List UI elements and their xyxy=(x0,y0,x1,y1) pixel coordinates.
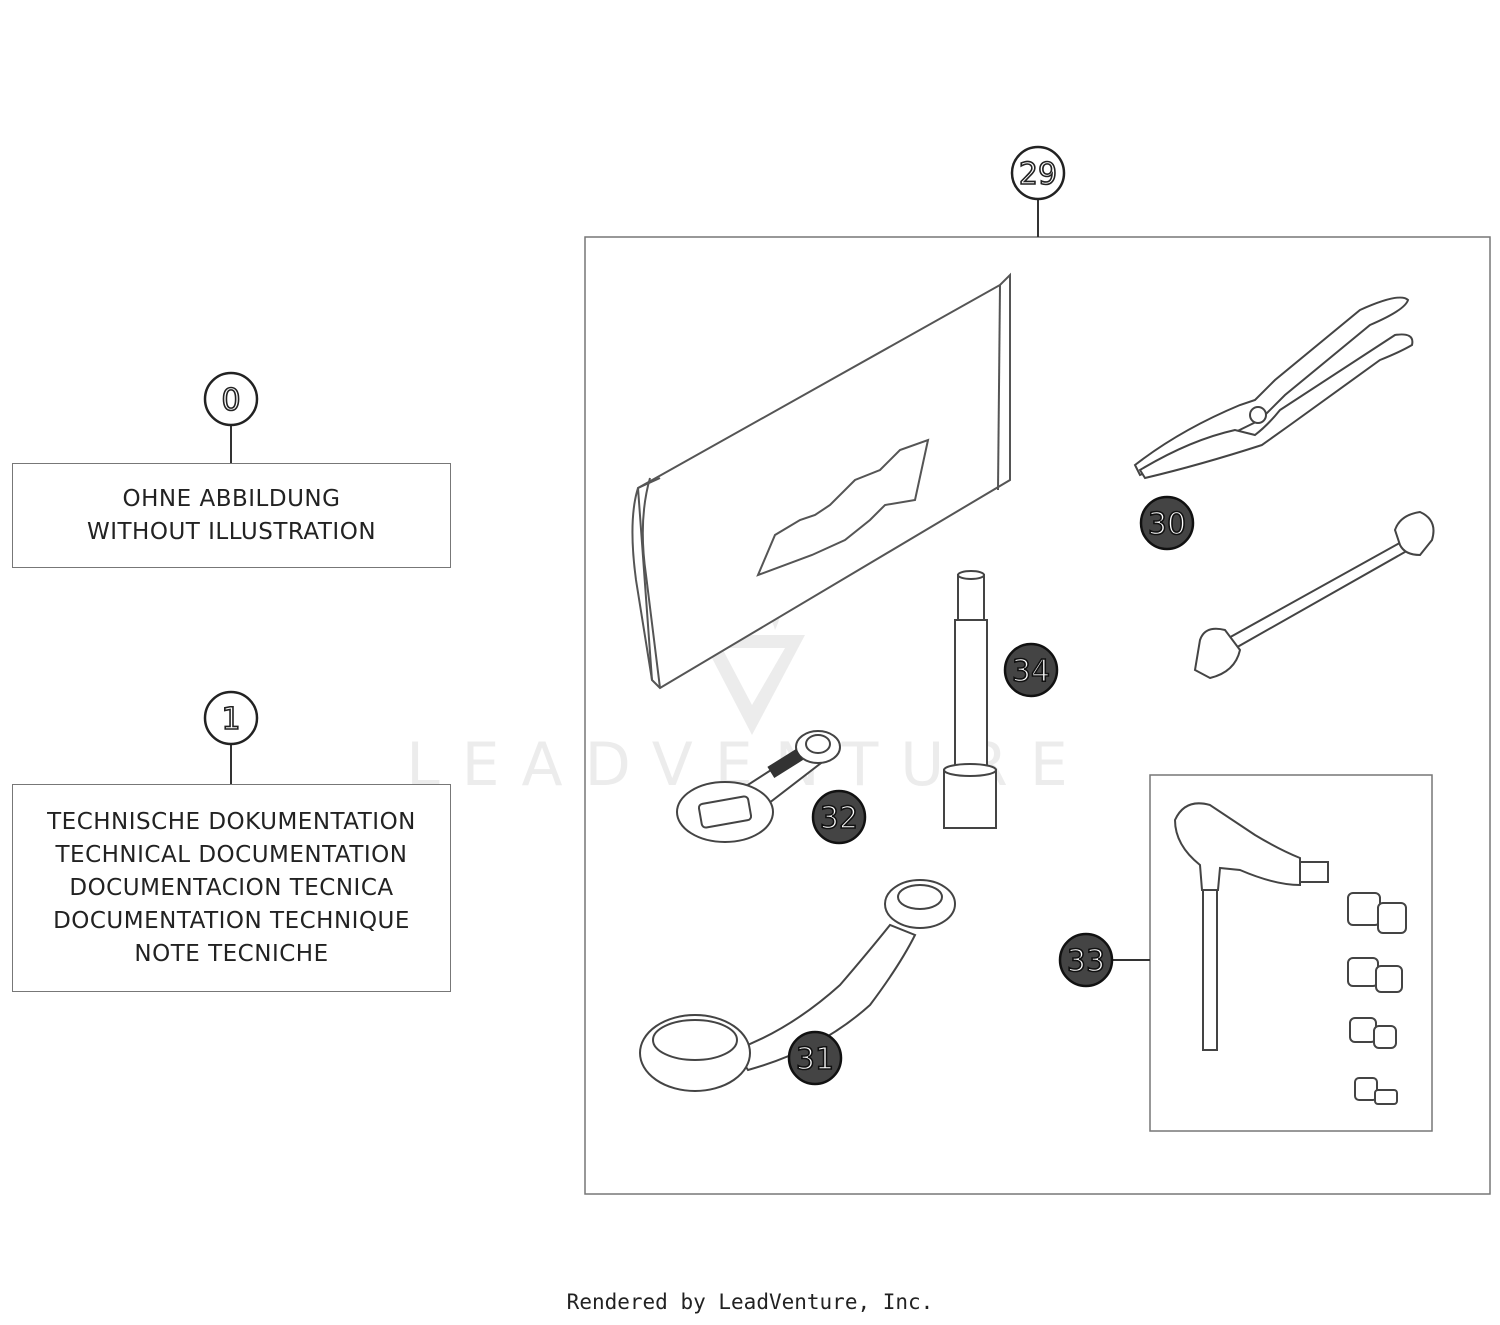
callout-31-label: 31 xyxy=(796,1042,834,1077)
callout-29-label: 29 xyxy=(1019,157,1057,192)
callout-32[interactable]: 32 xyxy=(811,789,867,845)
t-handle-driver xyxy=(1173,802,1329,1051)
ktm-logo xyxy=(756,438,930,577)
callout-0[interactable]: 0 xyxy=(203,371,259,427)
box-0-line: OHNE ABBILDUNG xyxy=(122,485,341,512)
footer-credit: Rendered by LeadVenture, Inc. xyxy=(566,1290,934,1314)
callout-0-label: 0 xyxy=(221,383,240,418)
small-ring-wrench xyxy=(676,730,841,843)
pliers xyxy=(1133,296,1414,480)
callout-29[interactable]: 29 xyxy=(1010,145,1066,201)
hex-socket-bit xyxy=(943,570,997,829)
technical-documentation-box: TECHNISCHE DOKUMENTATION TECHNICAL DOCUM… xyxy=(12,784,451,992)
box-1-line: NOTE TECNICHE xyxy=(134,940,329,967)
callout-33[interactable]: 33 xyxy=(1058,932,1114,988)
callout-30-label: 30 xyxy=(1148,507,1186,542)
callout-31[interactable]: 31 xyxy=(787,1030,843,1086)
small-wrench-logo xyxy=(767,748,804,778)
callout-33-label: 33 xyxy=(1067,944,1105,979)
callout-34[interactable]: 34 xyxy=(1003,642,1059,698)
large-ring-wrench xyxy=(639,879,956,1092)
callout-32-label: 32 xyxy=(820,801,858,836)
box-0-line: WITHOUT ILLUSTRATION xyxy=(86,518,377,545)
callout-1[interactable]: 1 xyxy=(203,690,259,746)
open-end-wrench xyxy=(1193,510,1435,680)
watermark-v-icon xyxy=(700,635,805,735)
without-illustration-box: OHNE ABBILDUNG WITHOUT ILLUSTRATION xyxy=(12,463,451,568)
callout-34-label: 34 xyxy=(1012,654,1050,689)
box-1-line: DOCUMENTACION TECNICA xyxy=(69,874,394,901)
callout-1-label: 1 xyxy=(221,702,240,737)
box-1-line: DOCUMENTATION TECHNIQUE xyxy=(53,907,410,934)
box-1-line: TECHNISCHE DOKUMENTATION xyxy=(47,808,416,835)
tool-bag xyxy=(631,272,1011,690)
bit-set-frame xyxy=(1149,774,1433,1132)
box-1-line: TECHNICAL DOCUMENTATION xyxy=(55,841,408,868)
callout-30[interactable]: 30 xyxy=(1139,495,1195,551)
socket-bits xyxy=(1347,892,1407,1105)
